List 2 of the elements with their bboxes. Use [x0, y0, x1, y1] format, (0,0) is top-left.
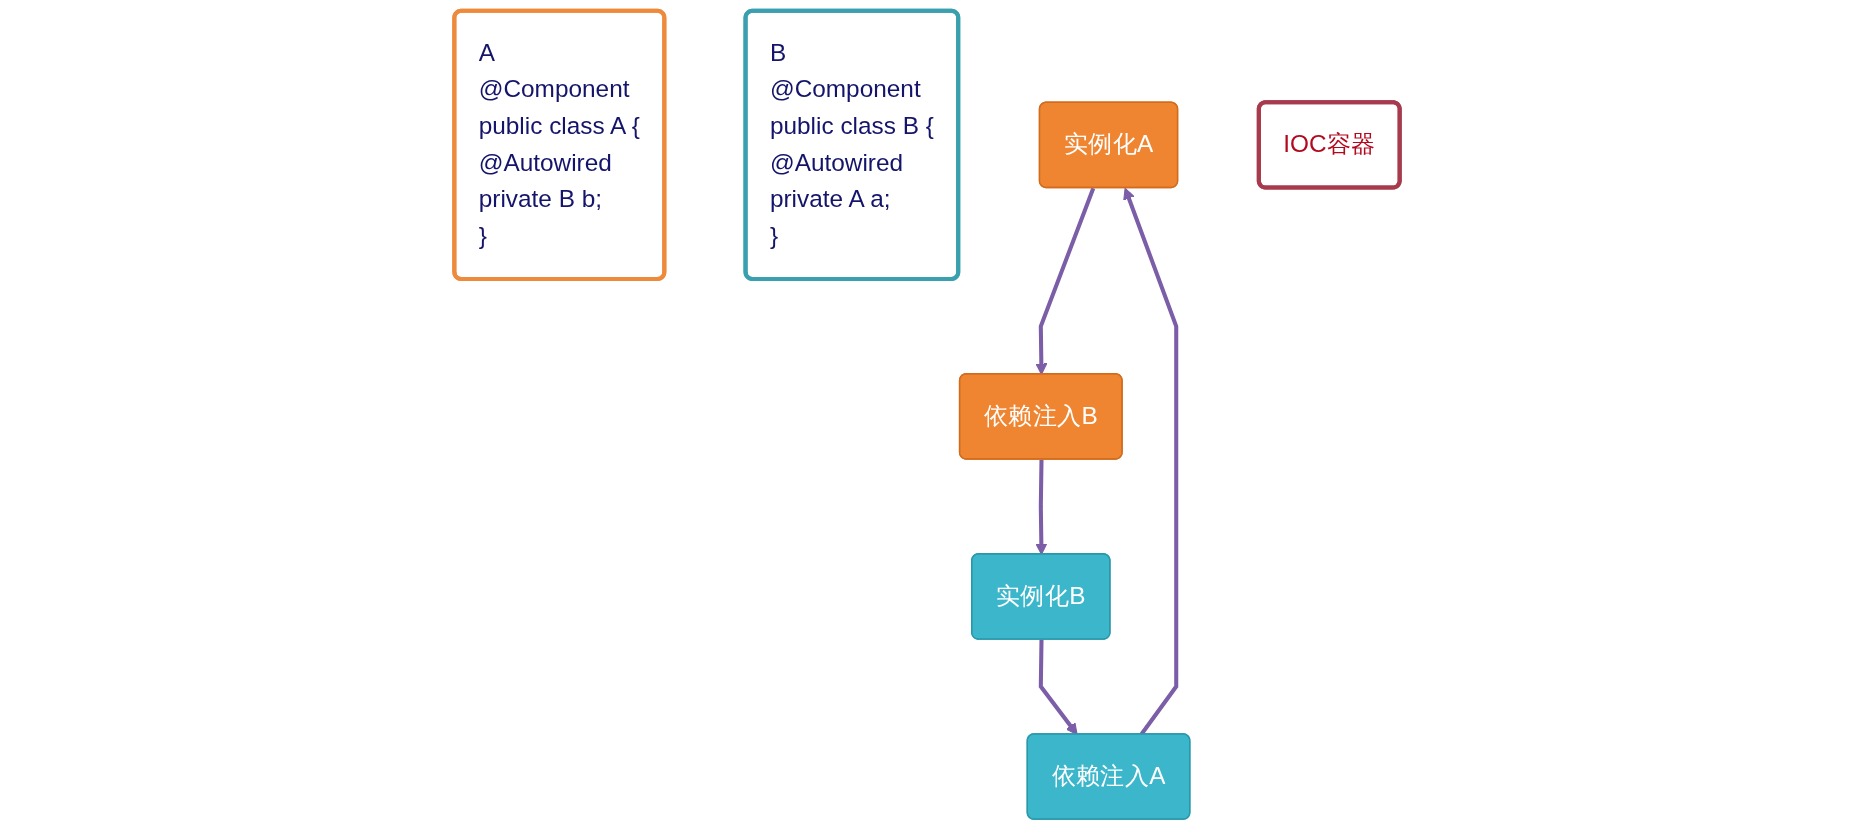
arrow: [1035, 459, 1048, 555]
arrow: [1035, 187, 1096, 375]
